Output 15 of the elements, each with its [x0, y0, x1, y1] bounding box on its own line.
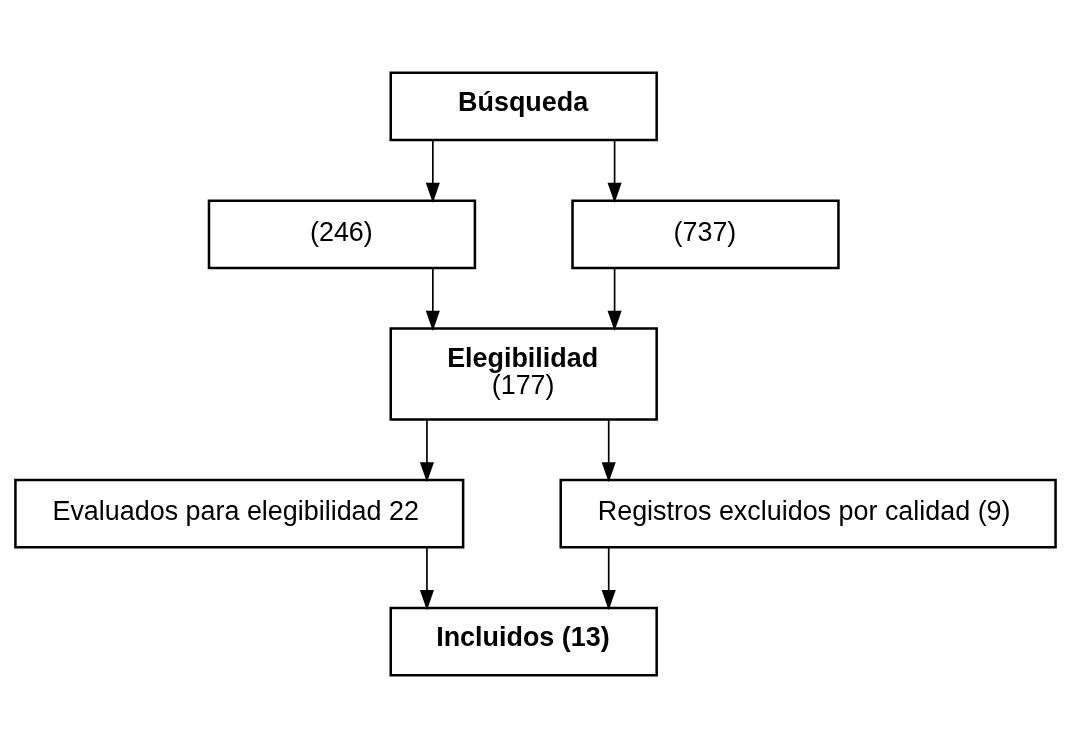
arrow	[425, 267, 440, 331]
arrow	[419, 547, 434, 611]
node-box: Elegibilidad (177)	[389, 327, 658, 421]
node-box: Registros excluidos por calidad (9)	[559, 478, 1057, 549]
arrow	[419, 418, 434, 483]
node-box: Evaluados para elegibilidad 22	[14, 478, 465, 549]
arrow	[601, 547, 616, 611]
arrow	[601, 418, 616, 483]
node-box: (246)	[207, 199, 477, 270]
arrow	[425, 139, 440, 203]
arrow	[607, 267, 622, 331]
node-box: (737)	[571, 199, 840, 270]
arrow	[607, 139, 622, 203]
node-box: Incluidos (13)	[389, 606, 658, 677]
node-box: Búsqueda	[389, 71, 658, 142]
